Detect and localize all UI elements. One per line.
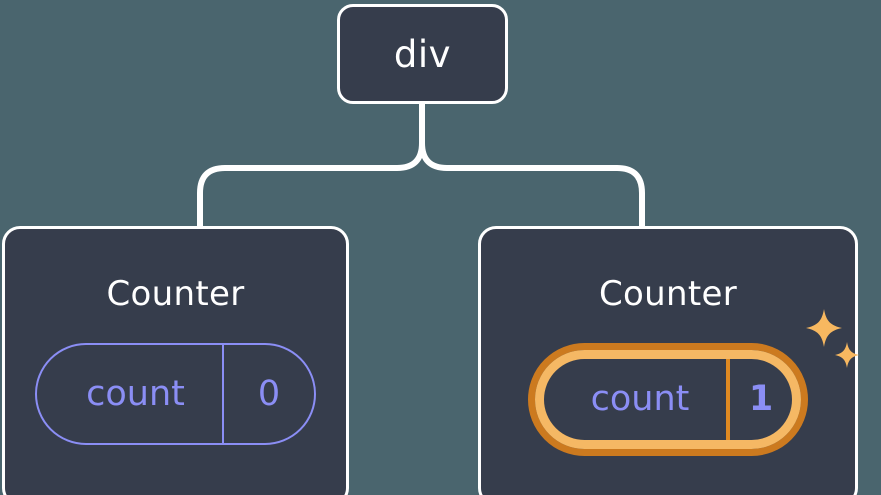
- state-value-right: 1: [726, 359, 792, 440]
- state-value-left: 0: [222, 345, 314, 443]
- edge-root-to-right: [419, 101, 645, 231]
- state-pill-right-highlighted[interactable]: count 1: [528, 343, 808, 456]
- node-counter-left-title: Counter: [106, 274, 245, 314]
- highlight-ring-inner: count 1: [535, 350, 801, 449]
- node-counter-right-title: Counter: [599, 274, 737, 314]
- node-div[interactable]: div: [337, 4, 508, 104]
- sparkle-small-icon: [835, 342, 859, 368]
- node-counter-right[interactable]: Counter count 1: [478, 226, 859, 495]
- node-counter-left[interactable]: Counter count 0: [2, 226, 349, 495]
- sparkle-large-icon: [806, 309, 842, 347]
- state-pill-wrap-left: count 0: [35, 343, 316, 445]
- state-key-right: count: [590, 379, 690, 419]
- sparkles-group: [806, 309, 859, 368]
- state-pill-left[interactable]: count 0: [35, 343, 316, 445]
- edge-root-to-left: [197, 101, 425, 231]
- node-div-label: div: [393, 32, 452, 76]
- state-pill-wrap-right: count 1: [528, 309, 859, 456]
- state-key-left: count: [86, 373, 185, 414]
